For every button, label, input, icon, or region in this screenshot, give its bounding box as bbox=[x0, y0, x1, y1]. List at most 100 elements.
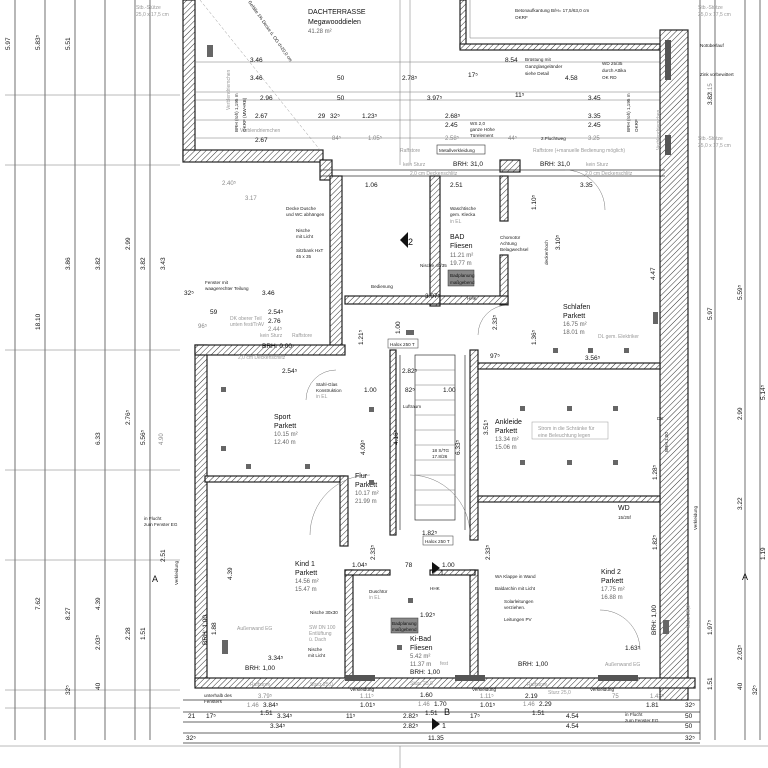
note: durch Attika bbox=[602, 68, 626, 73]
note: OKRF bbox=[515, 15, 528, 20]
section-a-right: A bbox=[742, 572, 748, 582]
dim-label: 32⁵ bbox=[685, 702, 695, 709]
note: siehe Detail bbox=[525, 71, 549, 76]
dim-label: 3.97⁵ bbox=[425, 293, 441, 300]
dim-label: 3.97⁵ bbox=[427, 95, 443, 102]
dimension-chains-bottom bbox=[0, 699, 768, 768]
note: Gefälle 1% Decke ü. OG d=20,0 cm bbox=[247, 0, 293, 63]
dim-label: 7.62 bbox=[35, 597, 42, 610]
dim-label: 2.45 bbox=[445, 122, 458, 129]
section-a-left: A bbox=[152, 574, 158, 584]
dim-label: 3.82 bbox=[140, 257, 147, 270]
note: BRH: 1,00 bbox=[651, 605, 658, 635]
dim-label: 50 bbox=[337, 75, 345, 82]
room-perimeter: 18.01 m bbox=[563, 330, 585, 336]
dim-label: 2.54⁵ bbox=[282, 368, 298, 375]
note: Verblendriemchen bbox=[226, 69, 232, 110]
note: Verkleidung bbox=[590, 687, 614, 692]
note: Leitungen PV bbox=[504, 617, 533, 622]
room-name: DACHTERRASSE bbox=[308, 9, 366, 16]
dim-label: 3.46 bbox=[250, 75, 263, 82]
dim-label: 2.19 bbox=[525, 693, 538, 700]
note: Raffstore (+manuelle Bedienung möglich) bbox=[533, 148, 625, 154]
dim-label: 3.79⁵ bbox=[258, 693, 273, 700]
dim-label: 1.04⁵ bbox=[352, 562, 368, 569]
note: OK RD bbox=[602, 75, 617, 80]
dim-label: 40 bbox=[737, 682, 744, 690]
room-perimeter: 21.99 m bbox=[355, 499, 377, 505]
dim-label: 1.51 bbox=[140, 627, 147, 640]
dim-label: 1.01⁵ bbox=[360, 702, 376, 709]
note: fest bbox=[440, 661, 449, 667]
note: BRH: 31,0 bbox=[540, 161, 570, 168]
note: Nische 40/35 bbox=[420, 263, 447, 268]
dim-label: 1.11⁵ bbox=[360, 693, 374, 700]
section-arrow-icon bbox=[432, 718, 440, 730]
light-icon bbox=[520, 460, 525, 465]
light-fixtures bbox=[207, 45, 669, 654]
note: BRH (roh) 1,195 m bbox=[234, 93, 239, 132]
dimension-chains-right bbox=[699, 0, 761, 740]
dim-label: 2.03⁵ bbox=[737, 644, 744, 660]
note: Bedienung bbox=[371, 284, 393, 289]
dim-label: 2.33⁵ bbox=[370, 544, 377, 560]
note: Badplanung bbox=[450, 273, 475, 278]
radiator-icon bbox=[653, 312, 658, 324]
dim-label: 2.67 bbox=[255, 113, 268, 120]
note: DL gem. Elektriker bbox=[598, 334, 639, 340]
dim-label: 2.33⁵ bbox=[492, 314, 499, 330]
note: 2.Fluchtweg bbox=[541, 136, 566, 141]
note: Strom in die Schränke für bbox=[538, 426, 595, 432]
dim-label: 1.05⁵ bbox=[368, 135, 383, 142]
dim-label: 1.23⁵ bbox=[362, 113, 378, 120]
note: DK oberer Teil bbox=[230, 316, 262, 322]
dim-label: 2.03⁵ bbox=[95, 634, 102, 650]
note: in EL bbox=[369, 595, 381, 601]
dim-label: 1.51 bbox=[260, 710, 273, 717]
note: WA Klappe in Wand bbox=[495, 574, 536, 579]
note: Stahl-Glas bbox=[316, 382, 338, 387]
dim-label: 4.39 bbox=[227, 567, 234, 580]
note: BRH: 0,00 bbox=[262, 343, 292, 350]
room-floor: Parkett bbox=[274, 423, 296, 430]
dim-label: 1.43⁵ bbox=[650, 693, 665, 700]
note: Baldarchin mit Licht bbox=[495, 586, 536, 591]
dim-label: 11⁵ bbox=[515, 92, 525, 99]
note: unterhalb des bbox=[204, 693, 233, 698]
room-perimeter: 19.77 m bbox=[450, 261, 472, 267]
note: HHK bbox=[467, 296, 478, 301]
room-kibad: Ki-Bad Fliesen 5.42 m² 11.37 m bbox=[410, 636, 433, 668]
note: Raffstore bbox=[527, 682, 547, 688]
room-sport: Sport Parkett 10.15 m² 12.40 m bbox=[274, 414, 298, 446]
dim-label: 1.51 bbox=[532, 710, 545, 717]
note: mit Licht bbox=[308, 653, 326, 658]
room-area: 5.42 m² bbox=[410, 654, 430, 660]
light-icon bbox=[553, 348, 558, 353]
dim-label: 2.78⁵ bbox=[402, 75, 418, 82]
note: Fenster mit bbox=[205, 280, 229, 285]
dim-label: 32⁵ bbox=[184, 290, 194, 297]
room-floor: Parkett bbox=[495, 428, 517, 435]
note: 18 S/TG bbox=[432, 448, 450, 453]
room-floor: Fliesen bbox=[450, 243, 473, 250]
dim-label: 3.25 bbox=[588, 136, 600, 142]
note: Halox 250 T bbox=[390, 342, 415, 347]
dimension-labels-bottom: 3.79⁵ 1.46 3.84⁵ 1.51 3.34⁵ 3.34⁵ 1.11⁵ … bbox=[186, 692, 695, 742]
dim-label: 1.21⁵ bbox=[358, 329, 365, 345]
note: verziehen. bbox=[504, 605, 525, 610]
dim-label: 6.33 bbox=[95, 432, 102, 445]
note: mit Licht bbox=[296, 234, 314, 239]
note: Notüberlauf bbox=[700, 43, 724, 48]
dim-label: 3.35 bbox=[580, 182, 593, 189]
dimension-labels-interior: 1.06 2.51 3.35 2.40⁵ 3.17 3.46 2.54⁵ 2.7… bbox=[184, 180, 659, 662]
note: deckenhoch bbox=[544, 240, 549, 265]
dim-label: 1.06 bbox=[365, 182, 378, 189]
note: 45 x 35 bbox=[296, 254, 312, 259]
note: Außenwand EG bbox=[605, 662, 640, 668]
note: WS 2,0 bbox=[470, 121, 486, 126]
room-name: Kind 2 bbox=[601, 569, 621, 576]
dim-label: 3.82 bbox=[95, 257, 102, 270]
note: Belagwechsel bbox=[500, 247, 528, 252]
note: Betonaufkantung B/H= 17,5/63,0 cm bbox=[515, 8, 589, 13]
